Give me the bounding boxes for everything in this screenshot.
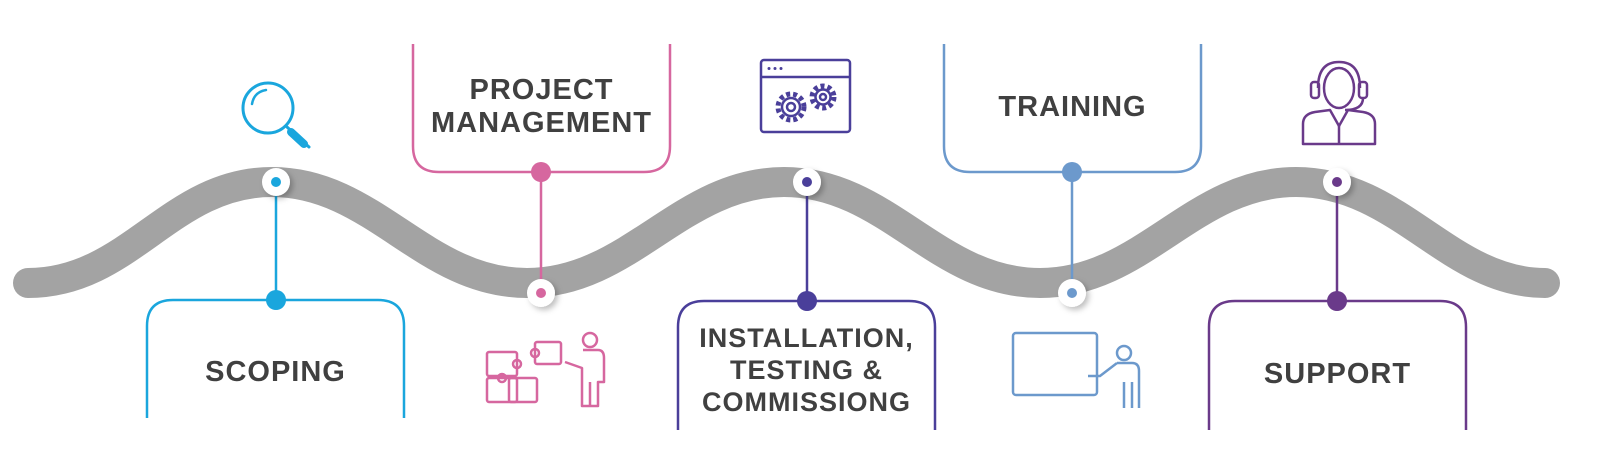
step-support: [1207, 60, 1468, 430]
project-management-label: PROJECT MANAGEMENT: [430, 74, 653, 139]
step-scoping: [145, 81, 406, 418]
training-box-dot: [1062, 162, 1082, 182]
installation-label: INSTALLATION, TESTING & COMMISSIONG: [699, 323, 914, 417]
magnifier-icon: [241, 81, 311, 149]
headset-agent-icon: [1301, 60, 1377, 146]
training-label: TRAINING: [998, 91, 1147, 123]
installation-box-dot: [797, 291, 817, 311]
puzzle-presenter-icon: [485, 331, 606, 408]
training-road-node-dot: [1067, 288, 1077, 298]
step-training: [942, 44, 1203, 408]
step-installation: [676, 58, 937, 430]
scoping-label: SCOPING: [205, 356, 346, 388]
scoping-box-dot: [266, 290, 286, 310]
support-label: SUPPORT: [1263, 358, 1412, 390]
whiteboard-presenter-icon: [1011, 331, 1141, 408]
step-project-management: [411, 44, 672, 408]
scoping-road-node-dot: [271, 177, 281, 187]
installation-road-node-dot: [802, 177, 812, 187]
road-path: [13, 166, 1560, 299]
project-management-road-node-dot: [536, 288, 546, 298]
browser-gears-icon: [759, 58, 852, 134]
support-box-dot: [1327, 291, 1347, 311]
project-management-box-dot: [531, 162, 551, 182]
support-road-node-dot: [1332, 177, 1342, 187]
